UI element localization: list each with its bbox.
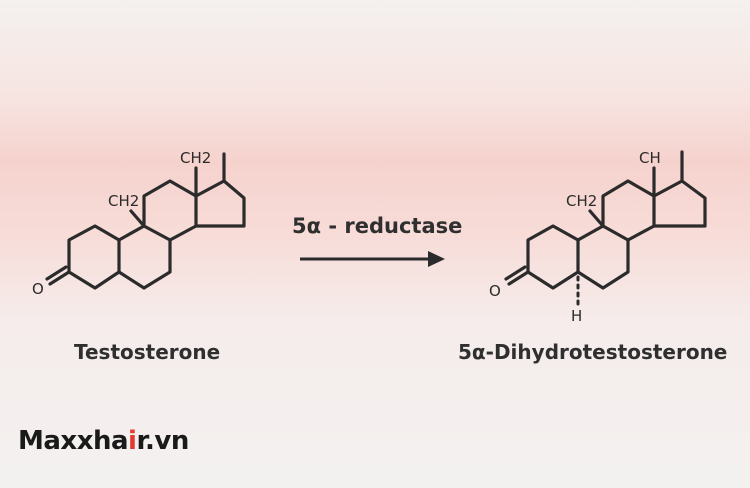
testosterone-name: Testosterone [74,340,221,364]
right-methyl-label-a: CH2 [566,192,597,210]
left-methyl-label-a: CH2 [108,192,139,210]
right-hydrogen-label: H [571,307,582,325]
right-oxygen-label: O [489,282,501,300]
dht-structure [504,150,707,290]
enzyme-label: 5α - reductase [292,214,463,238]
left-oxygen-label: O [32,280,44,298]
site-logo: Maxxhair.vn [18,426,189,456]
right-methyl-label-b: CH [639,149,661,167]
left-methyl-label-b: CH2 [180,149,211,167]
logo-text-part3: r.vn [136,426,189,456]
reaction-arrow [300,251,445,267]
logo-text-part1: Maxxha [18,426,129,456]
logo-text-accent: i [128,426,137,456]
dht-name: 5α-Dihydrotestosterone [458,340,728,364]
testosterone-structure [45,152,246,290]
